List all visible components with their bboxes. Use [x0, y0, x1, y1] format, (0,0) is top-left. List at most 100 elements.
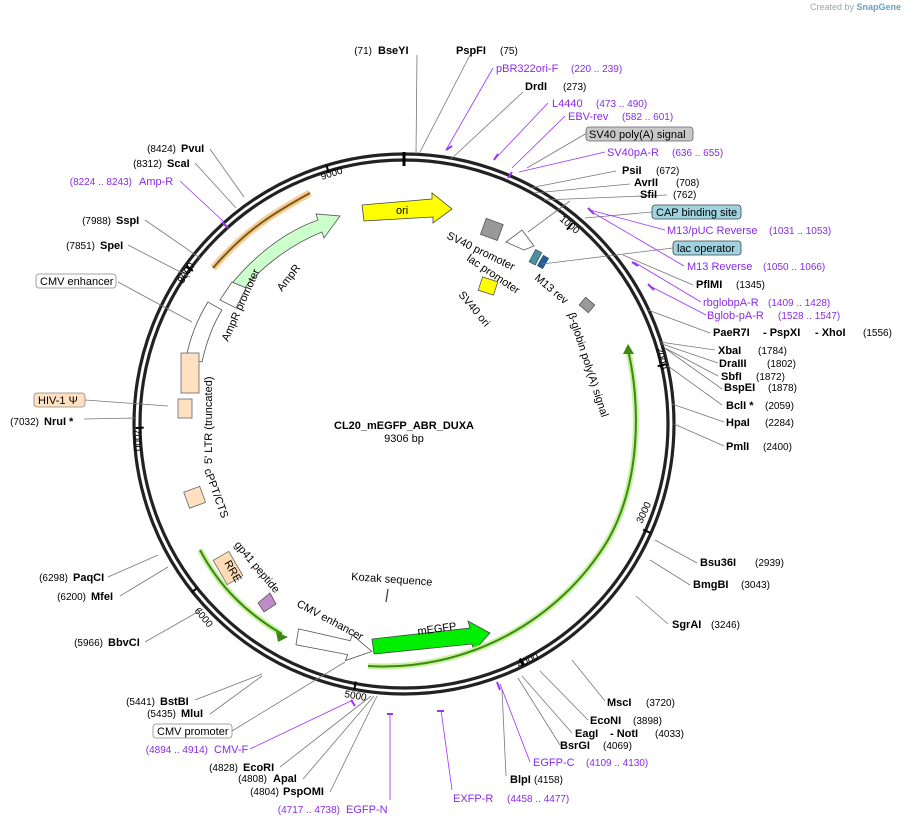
rre-feature[interactable]: [212, 550, 244, 586]
ampr-arrow[interactable]: [232, 213, 341, 291]
primer-pbr322ori-f[interactable]: pBR322ori-F: [496, 63, 559, 75]
enzyme-sbfi[interactable]: SbfI: [721, 371, 742, 383]
enzyme-pspfi[interactable]: PspFI: [456, 45, 486, 57]
enzyme-xbai[interactable]: XbaI: [718, 345, 741, 357]
enzyme-drdi[interactable]: DrdI: [525, 81, 547, 93]
leader-bsu36i: [654, 539, 698, 564]
pleader-bglob: [649, 285, 707, 316]
enzyme-pvui[interactable]: PvuI: [181, 143, 204, 155]
enzyme-paer7i[interactable]: PaeR7I: [713, 327, 750, 339]
tick-5000: [353, 681, 357, 690]
pleader-exfpr: [440, 709, 453, 791]
pos-sbfi: (1872): [756, 372, 785, 383]
primer-exfp-r[interactable]: EXFP-R: [453, 793, 493, 805]
enzyme-psii[interactable]: PsiI: [622, 165, 642, 177]
cmv-enhancer-tag[interactable]: CMV enhancer: [40, 276, 114, 288]
primer-bglob-pa-r[interactable]: Bglob-pA-R: [707, 310, 764, 322]
enzyme-leaders: [83, 54, 725, 793]
hiv-psi-feature[interactable]: [177, 398, 193, 419]
tick-label-7000: 7000: [131, 429, 142, 452]
enzyme-bcli[interactable]: BclI *: [726, 400, 754, 412]
enzyme-mlui[interactable]: MluI: [181, 708, 203, 720]
leader-bcli: [667, 365, 723, 406]
enzyme-bstbi[interactable]: BstBI: [160, 696, 189, 708]
enzyme-scai[interactable]: ScaI: [167, 158, 190, 170]
sv40-ori-box[interactable]: [477, 276, 499, 296]
enzyme-pflmi[interactable]: PflMI: [696, 279, 722, 291]
m13-rev-box[interactable]: [528, 249, 543, 266]
primer-rbglobpa-r[interactable]: rbglobpA-R: [703, 297, 759, 309]
bglobin-box[interactable]: [578, 296, 596, 314]
pos-pspfi: (75): [500, 46, 518, 57]
enzyme-sgrai[interactable]: SgrAI: [672, 619, 701, 631]
sv40-promoter-arrow[interactable]: [505, 229, 535, 251]
enzyme-draiii[interactable]: DraIII: [719, 358, 747, 370]
enzyme-bmgbi[interactable]: BmgBI: [693, 579, 728, 591]
megfp-arrow[interactable]: [371, 620, 491, 655]
enzyme-paqci[interactable]: PaqCI: [73, 572, 104, 584]
leader-hiv: [84, 399, 169, 407]
primer-egfp-c[interactable]: EGFP-C: [533, 757, 575, 769]
enzyme-apai[interactable]: ApaI: [273, 773, 297, 785]
primer-amp-r[interactable]: Amp-R: [139, 176, 173, 188]
hiv-tag-box: [33, 392, 86, 408]
enzyme-bspei[interactable]: BspEI: [724, 382, 755, 394]
primer-m13-puc-reverse[interactable]: M13/pUC Reverse: [667, 225, 757, 237]
enzyme-msci[interactable]: MscI: [607, 697, 631, 709]
primer-l4440[interactable]: L4440: [552, 98, 583, 110]
enzyme-hpai[interactable]: HpaI: [726, 417, 750, 429]
ampr-promoter-arrow[interactable]: [219, 281, 247, 309]
primer-ebv-rev[interactable]: EBV-rev: [568, 111, 609, 123]
pleader-m13puc: [589, 209, 666, 231]
enzyme-mfei[interactable]: MfeI: [91, 591, 113, 603]
enzyme-bsrgi[interactable]: BsrGI: [560, 740, 590, 752]
enzyme-bseyi[interactable]: BseYI: [378, 45, 409, 57]
primer-leaders: [179, 67, 707, 800]
sv40-polya-tag[interactable]: SV40 poly(A) signal: [589, 129, 686, 141]
enzyme-eagi[interactable]: EagI: [575, 728, 598, 740]
tick-label-5000: 5000: [343, 689, 367, 704]
enzyme-noti[interactable]: - NotI: [610, 728, 638, 740]
enzyme-pmli[interactable]: PmlI: [726, 441, 749, 453]
leader-pspfi: [418, 54, 471, 155]
enzyme-avrii[interactable]: AvrII: [634, 177, 658, 189]
enzyme-blpi[interactable]: BlpI: [510, 774, 531, 786]
enzyme-pspxi[interactable]: - PspXI: [763, 327, 800, 339]
cap-tag[interactable]: CAP binding site: [656, 207, 737, 219]
sv40-promoter-box[interactable]: [479, 217, 504, 242]
pos-scai: (8312): [133, 159, 162, 170]
hiv-tag[interactable]: HIV-1 Ψ: [38, 395, 78, 407]
pos-pflmi: (1345): [736, 280, 765, 291]
pos-apai: (4808): [238, 774, 267, 785]
enzyme-sspi[interactable]: SspI: [116, 215, 139, 227]
enzyme-pspomi[interactable]: PspOMI: [283, 786, 324, 798]
leader-bmgbi: [649, 559, 691, 586]
enzyme-nrui[interactable]: NruI *: [44, 416, 74, 428]
kozak-marker: [385, 588, 389, 603]
lac-operator-tag[interactable]: lac operator: [677, 243, 735, 255]
leader-sgrai: [635, 595, 669, 625]
cmv-enhancer-arrow[interactable]: [295, 628, 373, 662]
leader-cmv-promoter: [231, 661, 346, 732]
primer-sv40pa-r[interactable]: SV40pA-R: [607, 147, 659, 159]
tick-label-2000: 2000: [653, 346, 668, 370]
enzyme-bbvci[interactable]: BbvCI: [108, 637, 140, 649]
leader-cmv-enhancer: [117, 281, 193, 323]
primer-m13-reverse[interactable]: M13 Reverse: [687, 261, 752, 273]
primer-egfp-n[interactable]: EGFP-N: [346, 804, 388, 816]
credit-prefix: Created by: [809, 2, 854, 12]
enzyme-sfii[interactable]: SfiI: [640, 189, 657, 201]
sv40-ori-label: SV40 ori: [456, 289, 492, 329]
gp41-feature[interactable]: [257, 592, 277, 613]
cppt-feature[interactable]: [183, 485, 207, 509]
enzyme-spei[interactable]: SpeI: [100, 240, 123, 252]
enzyme-econi[interactable]: EcoNI: [590, 715, 621, 727]
enzyme-ecori[interactable]: EcoRI: [243, 762, 274, 774]
primer-cmv-f[interactable]: CMV-F: [214, 744, 249, 756]
ltr-feature[interactable]: [180, 352, 200, 394]
cmv-enhancer-left-arrow[interactable]: [185, 301, 223, 363]
enzyme-xhoi[interactable]: - XhoI: [815, 327, 846, 339]
enzyme-bsu36i[interactable]: Bsu36I: [700, 557, 736, 569]
cmv-promoter-tag[interactable]: CMV promoter: [157, 726, 229, 738]
ori-arrow[interactable]: [361, 192, 453, 224]
